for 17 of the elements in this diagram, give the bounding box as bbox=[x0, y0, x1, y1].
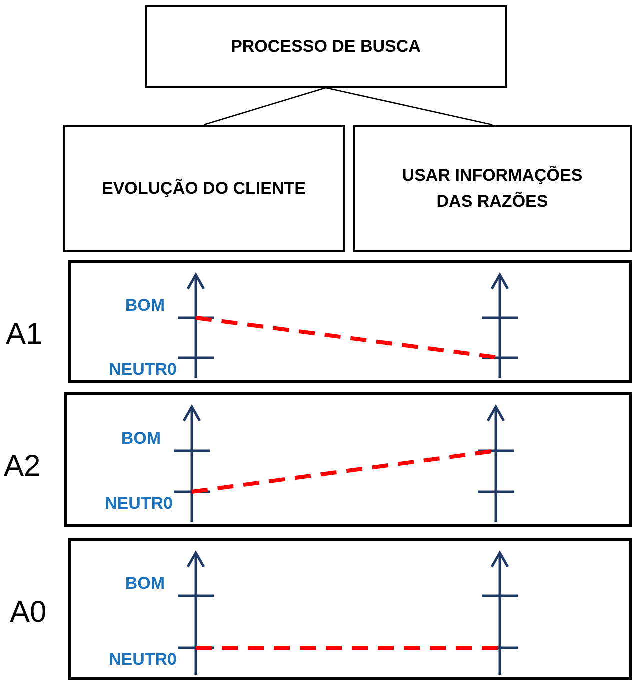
process-box: PROCESSO DE BUSCA bbox=[145, 5, 507, 88]
connector-line bbox=[326, 87, 493, 126]
chart-panel bbox=[68, 260, 632, 383]
axis-level-label: BOM bbox=[125, 574, 165, 594]
axis-level-label: BOM bbox=[125, 296, 165, 316]
row-label: A0 bbox=[10, 596, 47, 630]
connector-line bbox=[204, 87, 326, 126]
axis-level-label: NEUTR0 bbox=[108, 650, 177, 670]
axis-level-label: NEUTR0 bbox=[108, 360, 177, 380]
axis-level-label: NEUTR0 bbox=[104, 494, 173, 514]
axis-level-label: BOM bbox=[121, 429, 161, 449]
process-box: USAR INFORMAÇÕES DAS RAZÕES bbox=[353, 125, 632, 252]
chart-panel bbox=[68, 538, 632, 680]
row-label: A1 bbox=[6, 318, 43, 352]
chart-panel bbox=[64, 392, 632, 527]
row-label: A2 bbox=[4, 450, 41, 484]
process-box: EVOLUÇÃO DO CLIENTE bbox=[63, 125, 345, 252]
